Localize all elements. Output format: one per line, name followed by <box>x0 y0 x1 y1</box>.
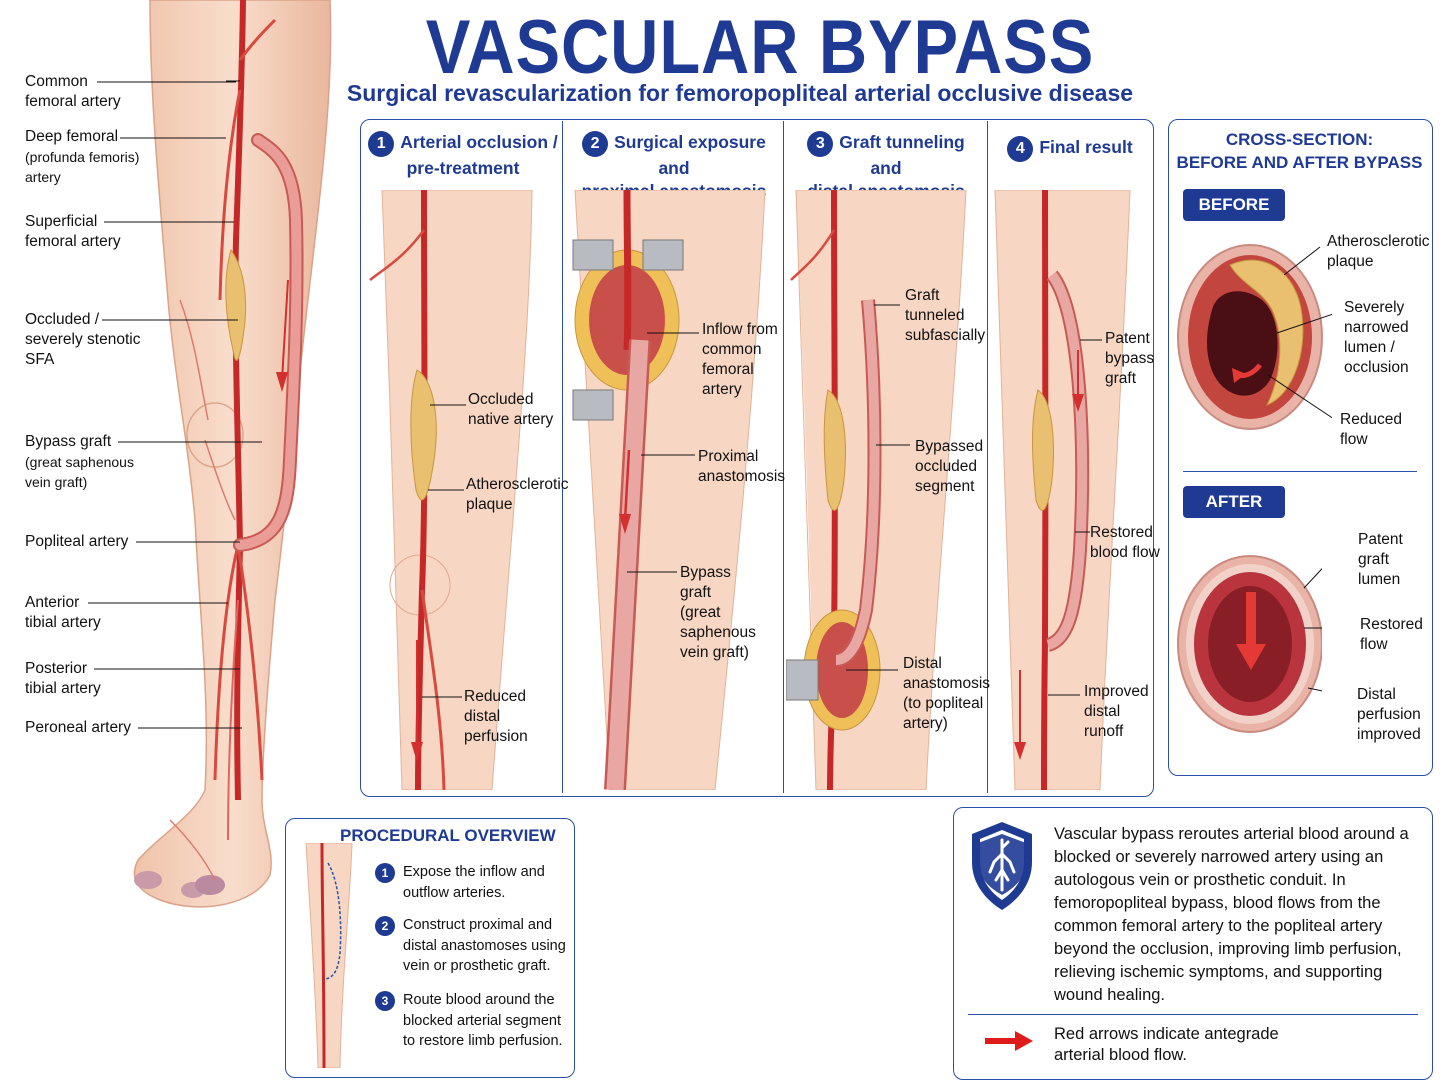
info-divider <box>968 1014 1418 1015</box>
info-description: Vascular bypass reroutes arterial blood … <box>1054 825 1409 1004</box>
before-badge: BEFORE <box>1183 189 1285 221</box>
page-subtitle: Surgical revascularization for femoropop… <box>346 80 1134 106</box>
step-1-illustration <box>369 190 533 790</box>
info-panel <box>953 807 1433 1080</box>
red-arrow-icon <box>985 1031 1033 1051</box>
main-leg-illustration <box>133 0 332 908</box>
step-3-number: 3 <box>807 131 834 157</box>
before-cross-section-illustration <box>1177 244 1332 430</box>
step-4-illustration <box>994 190 1131 790</box>
after-badge: AFTER <box>1183 486 1285 518</box>
step-2-illustration <box>572 190 766 790</box>
procedural-overview-panel <box>285 818 575 1078</box>
overview-leg-thumbnail <box>305 843 353 1068</box>
vascular-shield-icon <box>972 822 1032 910</box>
cross-section-divider <box>1183 471 1417 472</box>
label-deep-femoral-artery: Deep femoral(profunda femoris)artery <box>25 128 140 185</box>
main-leg-leaders <box>88 81 262 729</box>
step-divider <box>987 121 988 793</box>
step-4-number: 4 <box>1007 136 1034 162</box>
step-divider <box>783 121 784 793</box>
label-peroneal-artery: Peroneal artery <box>25 719 131 736</box>
overview-title: PROCEDURAL OVERVIEW <box>340 826 556 845</box>
label-popliteal-artery: Popliteal artery <box>25 533 129 550</box>
page-title: VASCULAR BYPASS <box>425 5 1095 90</box>
after-cross-section-illustration <box>1177 555 1322 733</box>
steps-panel <box>360 119 1154 797</box>
cross-section-title: CROSS-SECTION:BEFORE AND AFTER BYPASS <box>1176 130 1423 172</box>
cross-section-panel <box>1168 119 1433 776</box>
step-2-number: 2 <box>582 131 609 157</box>
step-1-number: 1 <box>368 131 395 157</box>
step-3-illustration <box>786 190 967 790</box>
step-divider <box>562 121 563 793</box>
